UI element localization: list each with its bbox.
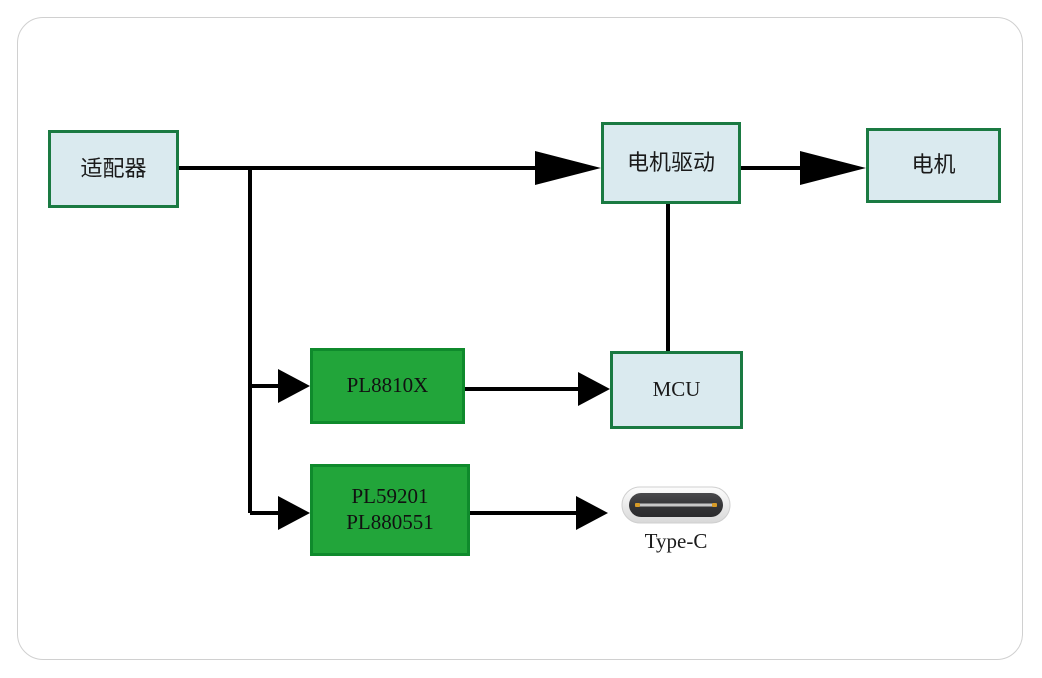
node-typec[interactable]: Type-C [620,483,738,571]
node-pl8810x-label: PL8810X [346,373,429,398]
node-pl59201-pl880551[interactable]: PL59201 PL880551 [310,464,470,556]
node-pl8810x[interactable]: PL8810X [310,348,465,424]
node-motor-driver-label: 电机驱动 [626,149,715,175]
node-typec-label: Type-C [644,529,708,553]
diagram-outer-frame [17,17,1023,660]
node-mcu[interactable]: MCU [610,351,743,429]
node-motor[interactable]: 电机 [866,128,1001,203]
node-motor-driver[interactable]: 电机驱动 [601,122,741,204]
node-motor-label: 电机 [911,152,956,178]
node-mcu-label: MCU [652,377,701,402]
node-adapter-label: 适配器 [80,155,147,181]
node-pl59201-pl880551-label: PL59201 PL880551 [346,484,434,534]
node-adapter[interactable]: 适配器 [48,130,179,208]
usb-type-c-connector-icon [621,486,731,524]
